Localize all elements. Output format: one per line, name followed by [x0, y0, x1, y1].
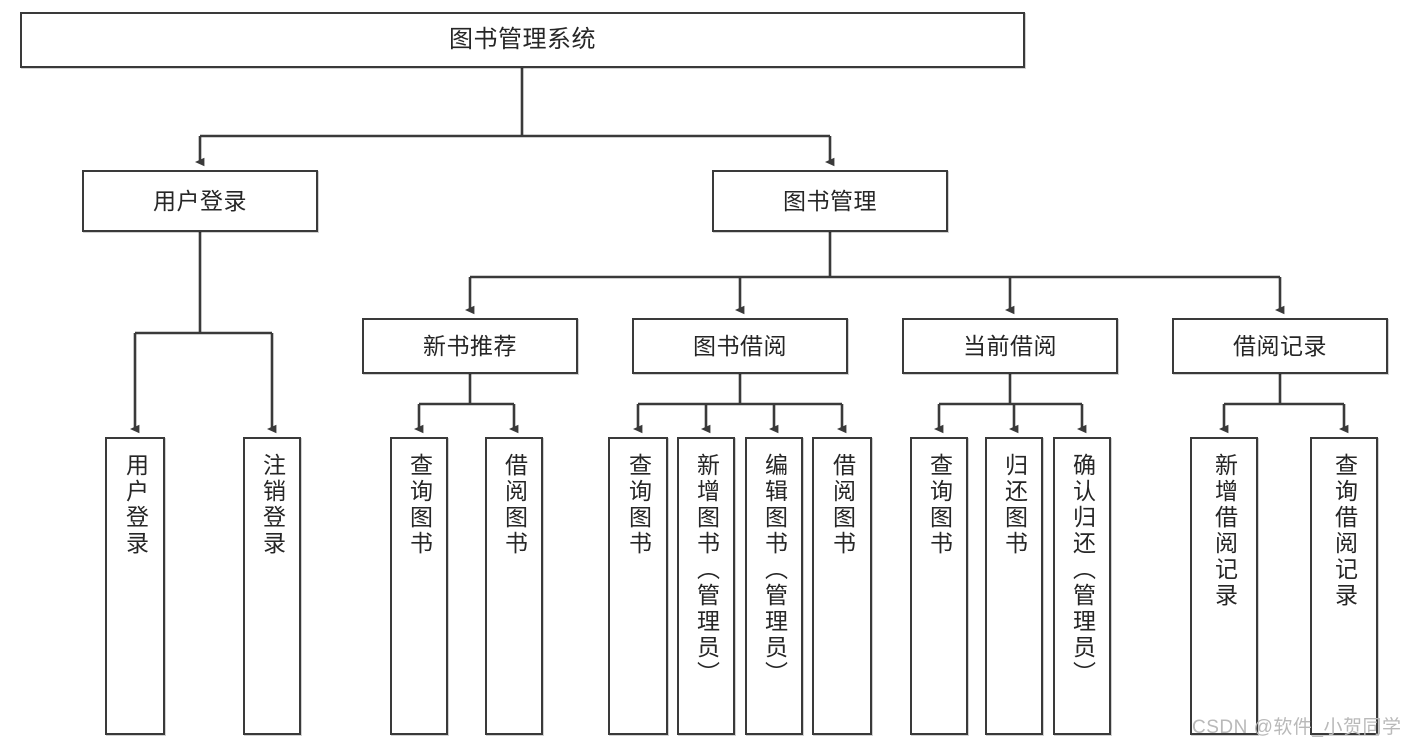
node-label: 图书管理系统: [449, 26, 596, 54]
node-book-management[interactable]: 图书管理: [712, 170, 948, 232]
node-current-borrow[interactable]: 当前借阅: [902, 318, 1118, 374]
node-label: 图书管理: [783, 187, 877, 214]
node-label: 用户登录: [153, 187, 247, 214]
node-label: 查询图书: [406, 453, 433, 557]
leaf-query-book-current[interactable]: 查询图书: [910, 437, 968, 735]
leaf-user-logout[interactable]: 注销登录: [243, 437, 301, 735]
node-label: 确认归还（管理员）: [1069, 453, 1096, 687]
node-new-book-recommend[interactable]: 新书推荐: [362, 318, 578, 374]
node-root[interactable]: 图书管理系统: [20, 12, 1025, 68]
leaf-add-borrow-record[interactable]: 新增借阅记录: [1190, 437, 1258, 735]
leaf-add-book-admin[interactable]: 新增图书（管理员）: [677, 437, 735, 735]
leaf-query-book-recommend[interactable]: 查询图书: [390, 437, 448, 735]
node-label: 新书推荐: [423, 332, 517, 359]
node-user-login[interactable]: 用户登录: [82, 170, 318, 232]
leaf-edit-book-admin[interactable]: 编辑图书（管理员）: [745, 437, 803, 735]
leaf-query-borrow-record[interactable]: 查询借阅记录: [1310, 437, 1378, 735]
node-label: 编辑图书（管理员）: [761, 453, 788, 687]
node-label: 借阅记录: [1233, 332, 1327, 359]
node-borrow-records[interactable]: 借阅记录: [1172, 318, 1388, 374]
node-label: 新增借阅记录: [1211, 453, 1238, 609]
node-label: 查询借阅记录: [1331, 453, 1358, 609]
node-label: 当前借阅: [963, 332, 1057, 359]
leaf-confirm-return-admin[interactable]: 确认归还（管理员）: [1053, 437, 1111, 735]
node-label: 新增图书（管理员）: [693, 453, 720, 687]
node-label: 图书借阅: [693, 332, 787, 359]
node-label: 借阅图书: [829, 453, 856, 557]
node-label: 用户登录: [122, 453, 149, 557]
leaf-borrow-book-recommend[interactable]: 借阅图书: [485, 437, 543, 735]
leaf-query-book-borrow[interactable]: 查询图书: [608, 437, 668, 735]
watermark: CSDN @软件_小贺同学: [1192, 717, 1402, 738]
leaf-user-login[interactable]: 用户登录: [105, 437, 165, 735]
node-label: 归还图书: [1001, 453, 1028, 557]
node-label: 查询图书: [625, 453, 652, 557]
leaf-return-book[interactable]: 归还图书: [985, 437, 1043, 735]
node-label: 借阅图书: [501, 453, 528, 557]
node-label: 查询图书: [926, 453, 953, 557]
node-label: 注销登录: [259, 453, 286, 557]
leaf-borrow-book[interactable]: 借阅图书: [812, 437, 872, 735]
node-book-borrow[interactable]: 图书借阅: [632, 318, 848, 374]
